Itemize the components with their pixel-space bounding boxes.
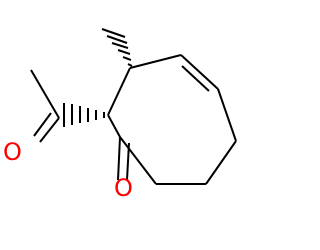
hashed-wedge-methyl [101, 28, 133, 67]
acetyl-co-line-2 [33, 112, 52, 137]
bond-c3-c4 [129, 54, 182, 69]
hash-1 [127, 63, 133, 67]
ketone-oxygen-label: O [114, 174, 133, 202]
hash-4 [111, 42, 129, 49]
bond-c4-c5 [180, 54, 219, 90]
hash-3 [117, 49, 131, 55]
bond-c5-c6 [217, 88, 237, 142]
bond-c2-c3 [107, 67, 131, 116]
ketone-bond-line-1 [117, 136, 121, 181]
acetyl-methyl-bond [30, 69, 60, 119]
bond-c4-c5-second-line [181, 65, 210, 92]
ketone-bond-line-2 [126, 142, 130, 181]
hash-5 [106, 35, 128, 44]
bond-c6-c7 [205, 140, 237, 185]
molecule-structure: O O [3, 28, 237, 202]
ring-bonds [107, 54, 237, 185]
acetyl-group [30, 69, 60, 143]
bond-c1-c7-joint [119, 136, 157, 185]
ketone-double-bond [117, 136, 130, 181]
hash-2 [122, 56, 132, 61]
bond-c1-c2 [107, 114, 121, 138]
acetyl-oxygen-label: O [3, 138, 22, 166]
hashed-wedge-acetyl [63, 103, 105, 127]
hash-6 [101, 28, 126, 38]
acetyl-co-line-1 [39, 117, 60, 143]
